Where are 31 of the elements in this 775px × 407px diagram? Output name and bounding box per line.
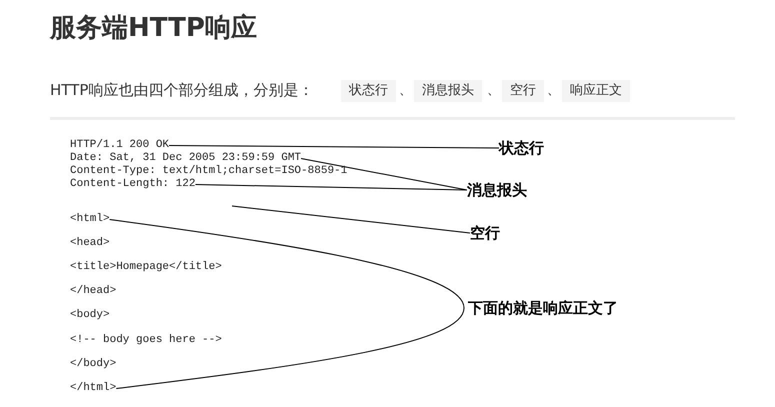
callout-label: 空行 <box>470 223 500 243</box>
intro-text: HTTP响应也由四个部分组成，分别是： <box>50 80 314 100</box>
separator: 、 <box>487 82 500 100</box>
code-line: <!-- body goes here --> <box>70 334 222 347</box>
leader-line <box>232 206 470 234</box>
leader-line <box>300 158 468 190</box>
callout-label: 状态行 <box>499 138 544 158</box>
tag-chip: 空行 <box>502 80 544 102</box>
code-line: </head> <box>70 285 116 298</box>
code-line: </html> <box>70 382 116 395</box>
code-line: Date: Sat, 31 Dec 2005 23:59:59 GMT <box>70 152 302 165</box>
callout-label: 下面的就是响应正文了 <box>468 298 618 318</box>
leader-line <box>116 308 464 389</box>
callout-label: 消息报头 <box>467 180 527 200</box>
code-line: Content-Type: text/html;charset=ISO-8859-1 <box>70 165 348 178</box>
tag-chip: 响应正文 <box>562 80 630 102</box>
tag-chip: 消息报头 <box>414 80 482 102</box>
code-line: </body> <box>70 358 116 371</box>
code-line: <html> <box>70 213 110 226</box>
code-line: <title>Homepage</title> <box>70 261 222 274</box>
leader-line <box>109 219 464 308</box>
code-line: Content-Length: 122 <box>70 178 196 191</box>
leader-line <box>168 145 500 148</box>
separator: 、 <box>399 82 412 100</box>
code-line: <body> <box>70 309 110 322</box>
leader-line <box>194 184 468 190</box>
code-line: HTTP/1.1 200 OK <box>70 139 170 152</box>
code-line: <head> <box>70 237 110 250</box>
tag-chip: 状态行 <box>341 80 396 102</box>
separator: 、 <box>547 82 560 100</box>
title: 服务端HTTP响应 <box>50 12 257 45</box>
